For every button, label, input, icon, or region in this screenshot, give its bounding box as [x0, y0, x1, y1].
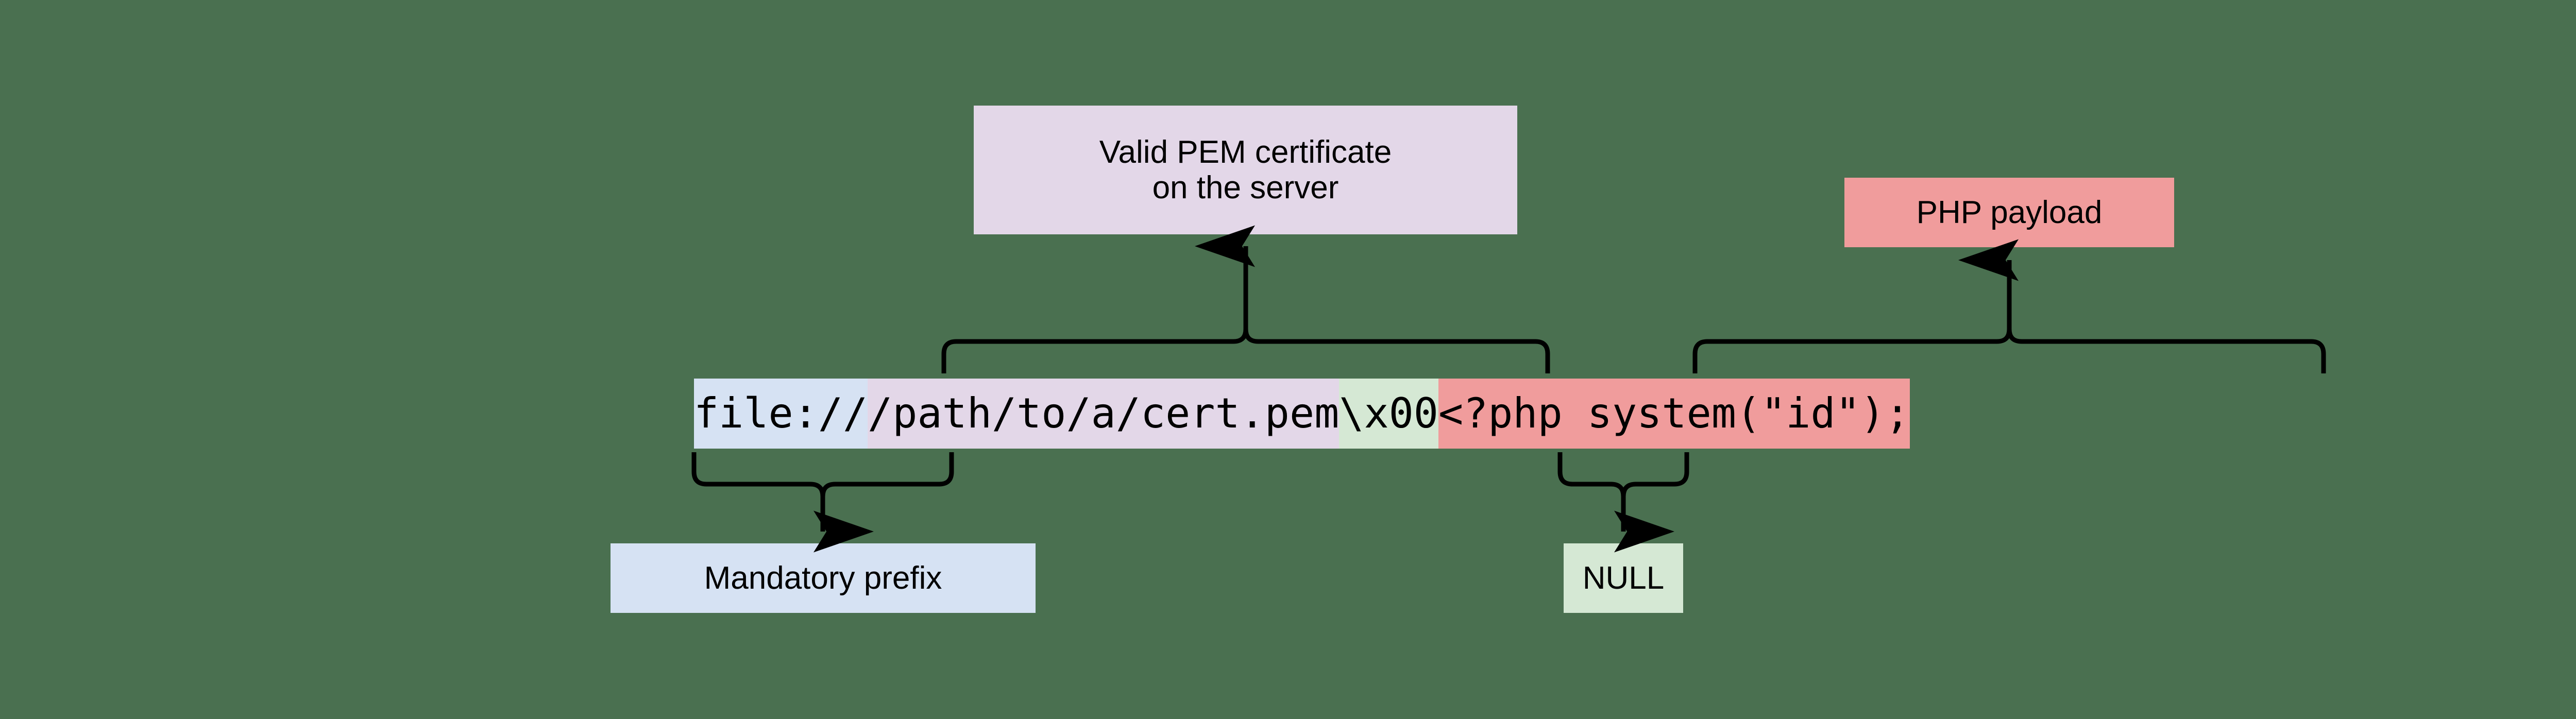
label-valid-pem-certificate: Valid PEM certificate on the server	[974, 106, 1517, 234]
segment-php-payload: <?php system("id");	[1438, 379, 1910, 449]
label-valid-pem-line1: Valid PEM certificate	[1099, 134, 1392, 170]
label-mandatory-prefix: Mandatory prefix	[611, 543, 1036, 613]
label-php-payload-text: PHP payload	[1916, 194, 2103, 230]
brace-php-payload	[1692, 239, 2326, 373]
label-valid-pem-line2: on the server	[1152, 170, 1339, 206]
segment-null-byte: \x00	[1339, 379, 1438, 449]
label-null: NULL	[1564, 543, 1683, 613]
brace-valid-pem	[941, 225, 1550, 373]
segment-certificate-path: /path/to/a/cert.pem	[868, 379, 1340, 449]
label-php-payload: PHP payload	[1844, 178, 2174, 247]
label-mandatory-prefix-text: Mandatory prefix	[704, 560, 942, 596]
brace-null	[1557, 452, 1689, 553]
payload-string: file:// /path/to/a/cert.pem \x00 <?php s…	[694, 379, 1910, 449]
segment-mandatory-prefix: file://	[694, 379, 868, 449]
brace-mandatory-prefix	[691, 452, 954, 553]
label-null-text: NULL	[1582, 560, 1665, 596]
